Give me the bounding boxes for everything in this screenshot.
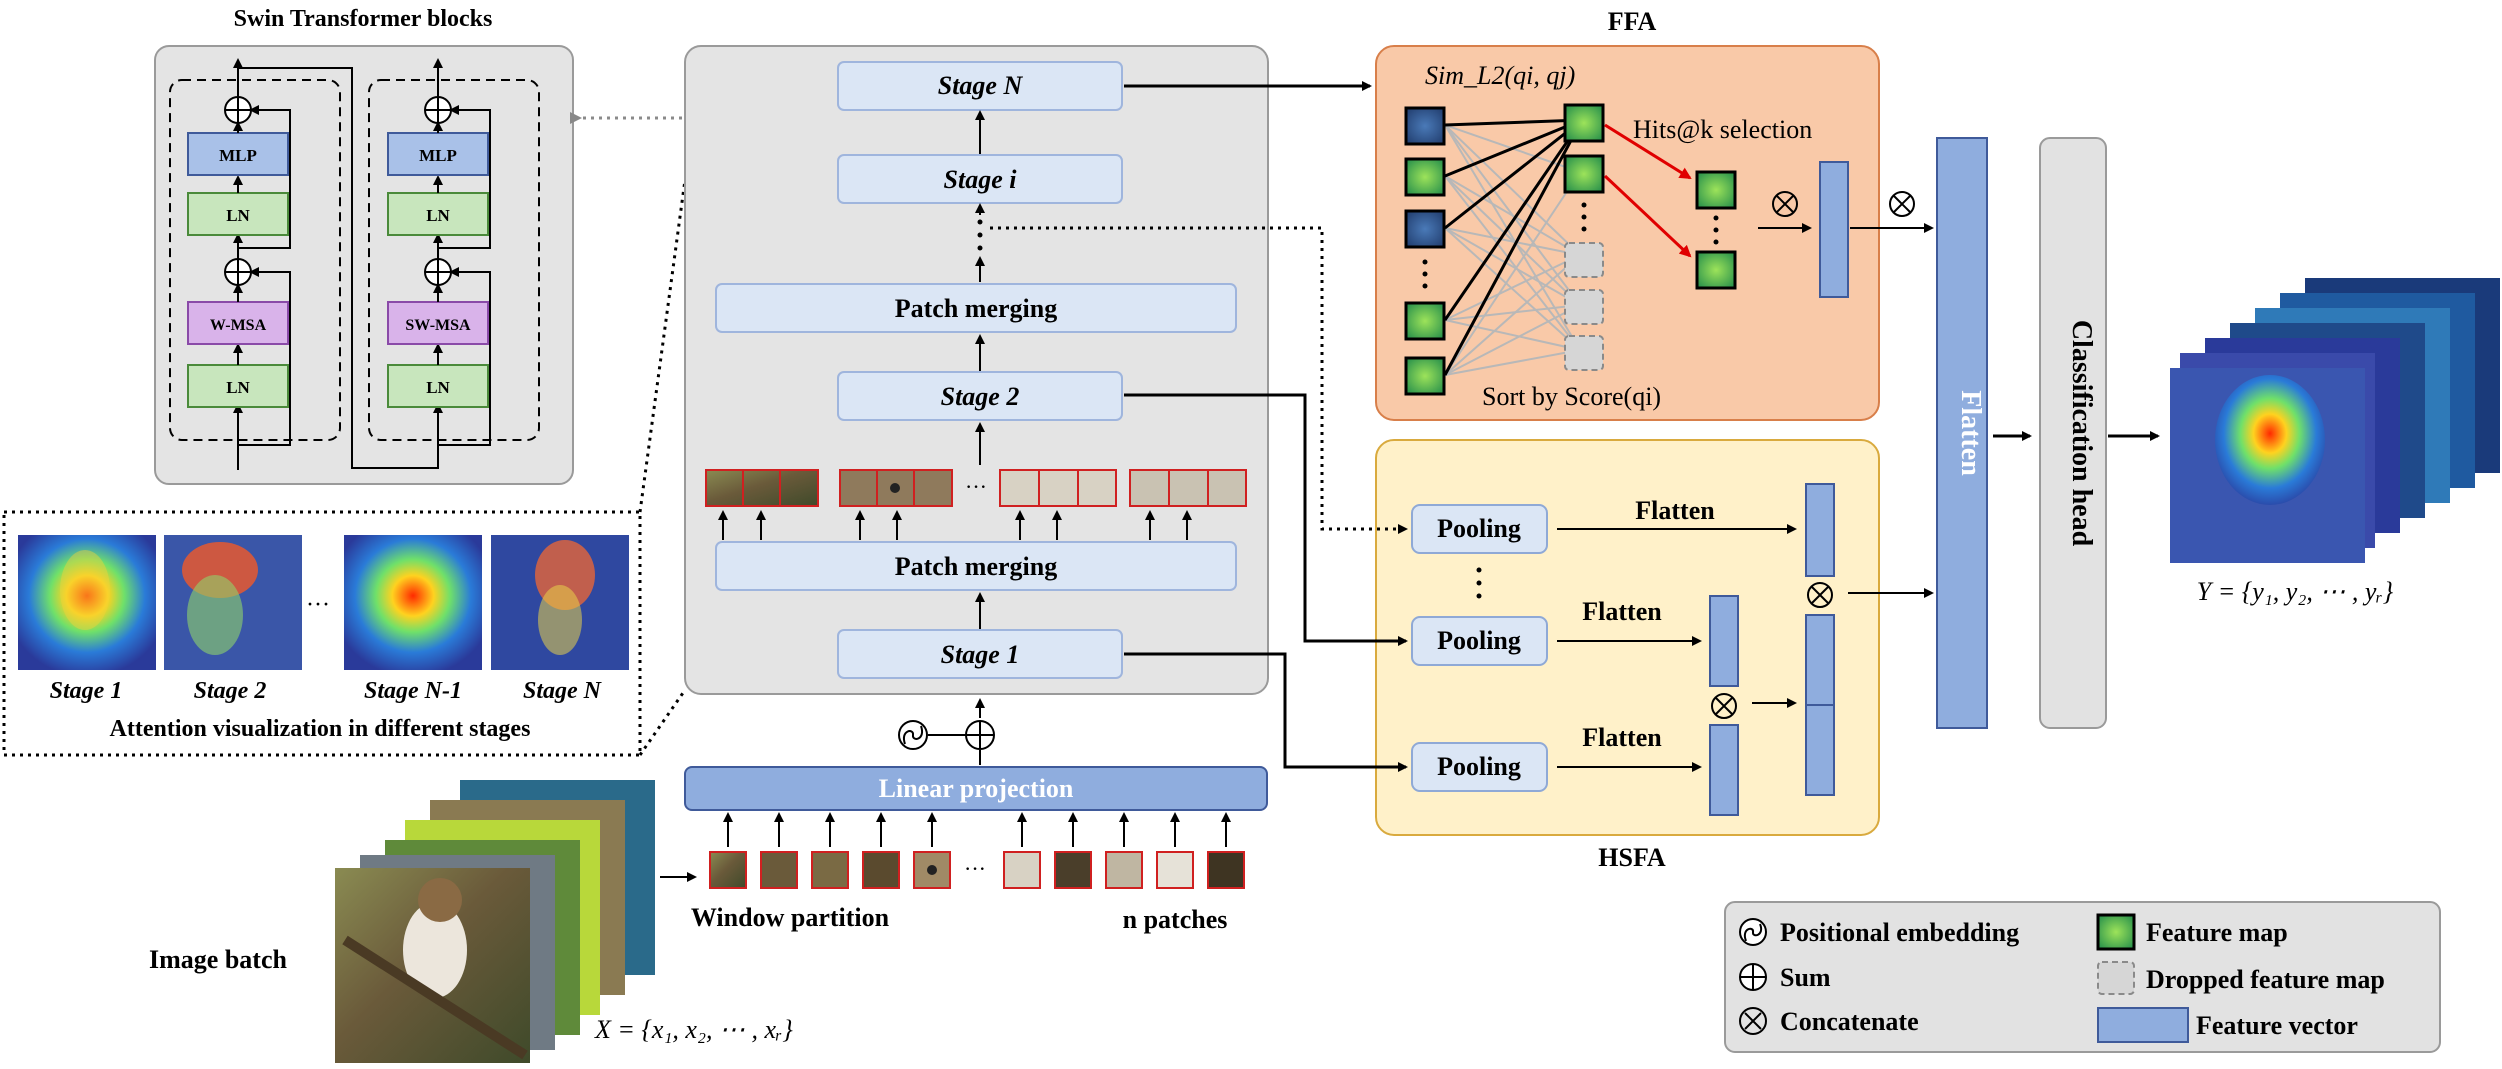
window-partition-label: Window partition [691, 903, 890, 932]
concatenate-icon [1711, 693, 1737, 719]
stage-1-to-hsfa-arrow [1124, 652, 1408, 772]
stage-n-label: Stage N [938, 71, 1024, 100]
ln-box [187, 192, 289, 236]
attention-map-stage-2 [164, 535, 302, 670]
hsfa-title: HSFA [1598, 843, 1666, 872]
query-feature-map-column [1404, 106, 1446, 396]
ln-box [387, 192, 489, 236]
patch-merging-bottom-label: Patch merging [895, 552, 1057, 581]
attention-caption: Attention visualization in different sta… [110, 716, 531, 742]
output-heatmap-stack [2170, 278, 2500, 563]
ffa-sort-label: Sort by Score(qi) [1482, 382, 1661, 411]
input-patch-row [709, 851, 1245, 889]
ffa-feature-vector [1819, 161, 1849, 298]
attention-ellipsis: ··· [306, 592, 330, 618]
pooling-label: Pooling [1437, 514, 1521, 543]
swin-block-1-frame [169, 79, 341, 441]
pooling-label: Pooling [1437, 752, 1521, 781]
mlp-label: MLP [419, 146, 457, 165]
concatenate-icon [1739, 1007, 1767, 1035]
swin-panel [154, 45, 574, 485]
ln-label: LN [426, 206, 450, 225]
hsfa-vector-stage-i [1805, 483, 1835, 577]
flatten-bar [1936, 137, 1988, 729]
ln-box [187, 364, 289, 408]
hsfa-vector-stage-2 [1709, 595, 1739, 687]
input-patch-ellipsis: ··· [964, 856, 986, 881]
pooling-box [1411, 616, 1548, 666]
attention-label-stage-n: Stage N [523, 678, 603, 704]
linear-projection-label: Linear projection [879, 774, 1074, 803]
ffa-title: FFA [1608, 7, 1657, 36]
legend-dropped-feature-map-swatch [2097, 961, 2135, 995]
attention-map-stage-1 [18, 535, 156, 670]
flatten-label: Flatten [1635, 496, 1715, 525]
x-formula: X = {x₁, x₂, ⋯ , xᵣ} [594, 1015, 793, 1044]
legend-dropped-feature-map: Dropped feature map [2146, 965, 2385, 994]
ffa-hits-label: Hits@k selection [1633, 115, 1812, 144]
flatten-label: Flatten [1582, 723, 1662, 752]
stage-i-to-hsfa-link [990, 226, 1408, 534]
ffa-panel [1375, 45, 1880, 421]
ln-box [387, 364, 489, 408]
selected-edges [1443, 118, 1584, 376]
attention-map-stage-n-1 [344, 535, 482, 670]
legend-feature-map-swatch [2096, 913, 2136, 951]
hsfa-vector-stage-1 [1709, 724, 1739, 816]
legend-feature-map: Feature map [2146, 918, 2288, 947]
classification-head [2039, 137, 2107, 729]
patch-merging-top-box [715, 283, 1237, 333]
pooling-label: Pooling [1437, 626, 1521, 655]
mlp-label: MLP [219, 146, 257, 165]
image-batch-stack [335, 780, 655, 1063]
concatenate-icon [1772, 191, 1798, 217]
ln-label: LN [426, 378, 450, 397]
concatenate-icon [1807, 582, 1833, 608]
stage-i-label: Stage i [944, 165, 1018, 194]
ln-label: LN [226, 206, 250, 225]
stage-1-label: Stage 1 [941, 640, 1020, 669]
selected-feature-map-column [1695, 170, 1737, 290]
flatten-bar-label: Flatten [1955, 390, 1986, 476]
ffa-similarity-label: Sim_L2(qi, qj) [1425, 61, 1575, 90]
classification-head-label: Classification head [2066, 320, 2097, 547]
stage-2-box [837, 371, 1123, 421]
stage-2-label: Stage 2 [941, 382, 1020, 411]
w-msa-label: W-MSA [210, 317, 267, 334]
pooling-box [1411, 504, 1548, 554]
legend-panel [1724, 901, 2441, 1053]
merged-patch-strip [705, 469, 1247, 507]
legend-concatenate: Concatenate [1780, 1007, 1919, 1036]
w-msa-box [187, 301, 289, 345]
linear-projection-box [684, 766, 1268, 811]
y-formula: Y = {y₁, y₂, ⋯ , yᵣ} [2197, 577, 2394, 606]
stage-2-to-hsfa-arrow [1124, 393, 1408, 646]
pooling-box [1411, 742, 1548, 792]
n-patches-label: n patches [1123, 905, 1228, 934]
backbone-panel [684, 45, 1269, 695]
attention-label-stage-1: Stage 1 [50, 678, 123, 704]
attention-label-stage-n-1: Stage N-1 [364, 678, 462, 704]
stage-1-box [837, 629, 1123, 679]
ln-label: LN [226, 378, 250, 397]
flatten-label: Flatten [1582, 597, 1662, 626]
legend-feature-vector: Feature vector [2196, 1011, 2358, 1040]
sw-msa-label: SW-MSA [405, 317, 471, 334]
attention-label-stage-2: Stage 2 [194, 678, 267, 704]
ranked-feature-map-column [1563, 103, 1605, 371]
patch-strip-ellipsis: ··· [965, 474, 987, 499]
concatenate-icon [1889, 191, 1915, 217]
legend-feature-vector-swatch [2097, 1007, 2189, 1043]
image-batch-label: Image batch [149, 945, 287, 974]
swin-block-2-frame [368, 79, 540, 441]
swin-title: Swin Transformer blocks [234, 6, 493, 32]
legend-sum: Sum [1780, 963, 1831, 992]
attention-map-stage-n [491, 535, 629, 670]
legend-positional-embedding: Positional embedding [1780, 918, 2019, 947]
patch-merging-top-label: Patch merging [895, 294, 1057, 323]
patch-merging-bottom-box [715, 541, 1237, 591]
